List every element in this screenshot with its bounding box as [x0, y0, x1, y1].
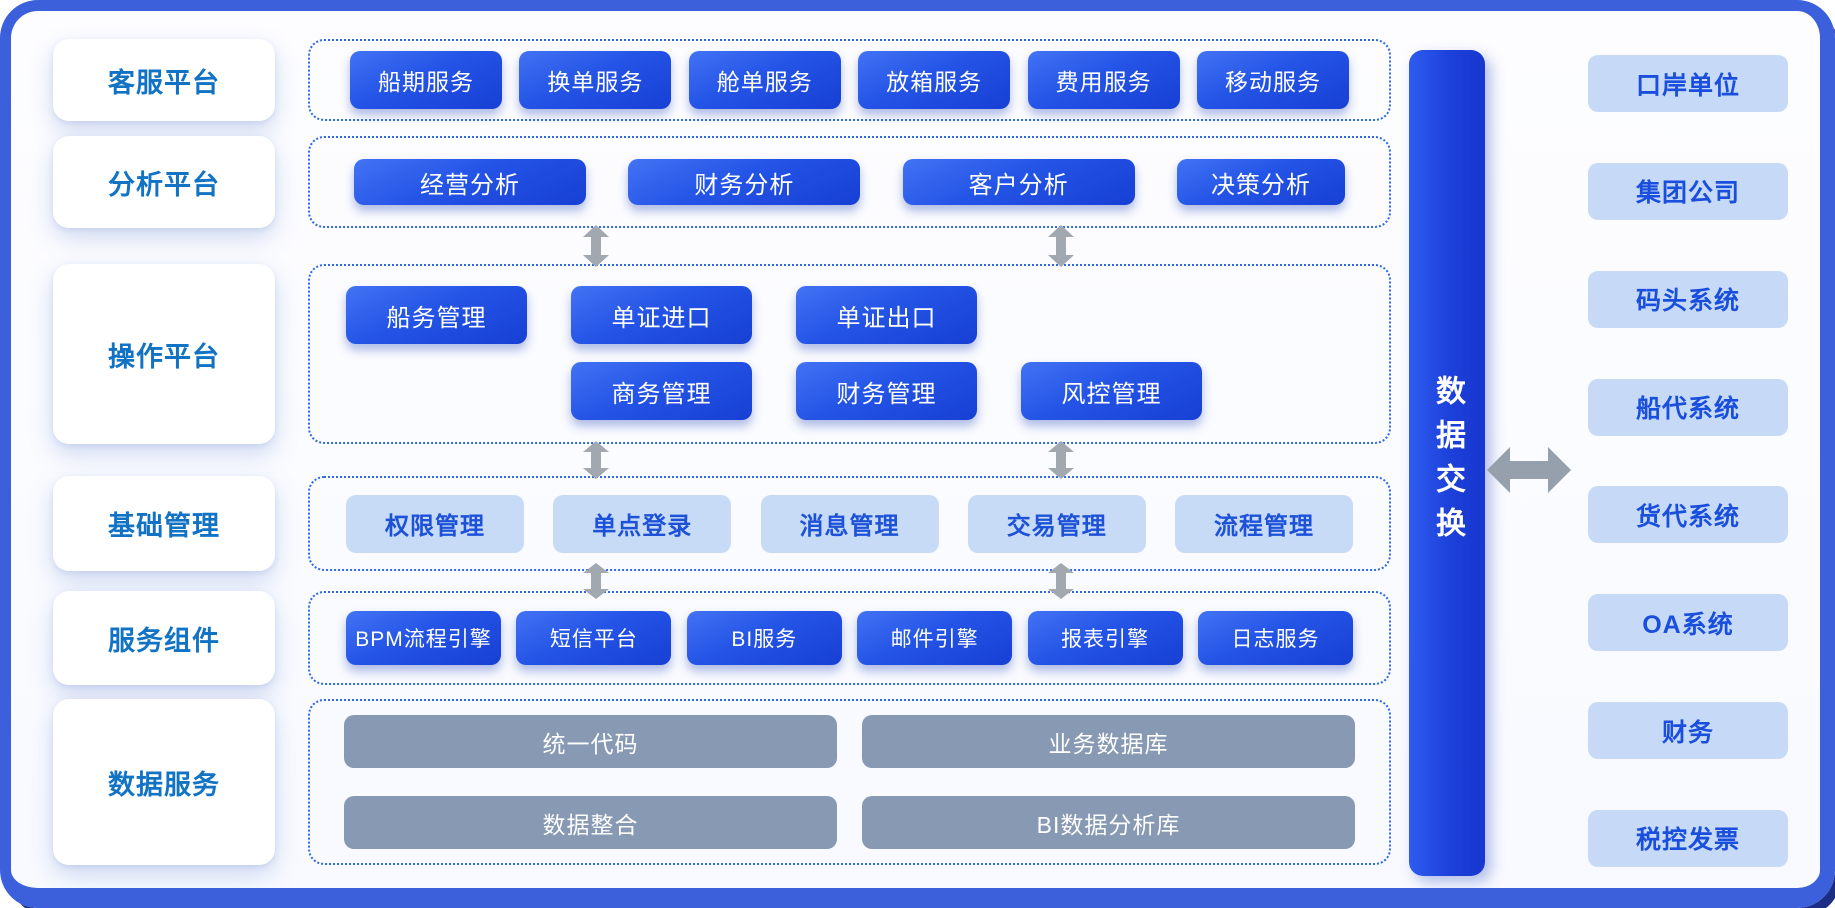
service-node: 放箱服务 [858, 51, 1011, 109]
external-system-node: 货代系统 [1588, 486, 1788, 544]
service-node: 经营分析 [354, 159, 586, 205]
layer-band-service-components: 服务组件 BPM流程引擎 短信平台 BI服务 邮件引擎 报表引擎 日志服务 [53, 591, 1391, 685]
operation-subrow-1: 船务管理 单证进口 单证出口 [346, 286, 1353, 344]
layer-card-service-components: 服务组件 [53, 591, 275, 685]
vertical-double-arrow-icon [583, 441, 609, 479]
layer-label: 服务组件 [108, 625, 220, 656]
external-system-node: 口岸单位 [1588, 55, 1788, 112]
service-node: 换单服务 [519, 51, 672, 109]
vertical-double-arrow-icon [1048, 225, 1074, 267]
service-node: 日志服务 [1197, 611, 1353, 665]
layer-label: 基础管理 [108, 511, 220, 541]
layer-label: 数据服务 [108, 769, 220, 800]
service-node: 流程管理 [1175, 494, 1353, 553]
data-exchange-label: 数据交换 [1431, 375, 1464, 551]
layer-band-data-services: 数据服务 统一代码 业务数据库 数据整合 BI数据分析库 [53, 699, 1391, 865]
data-node: 数据整合 [344, 796, 837, 849]
layer-container-basic-management: 权限管理 单点登录 消息管理 交易管理 流程管理 [308, 476, 1391, 571]
data-node: 业务数据库 [862, 715, 1355, 768]
layer-container-analysis: 经营分析 财务分析 客户分析 决策分析 [308, 136, 1391, 228]
service-node: 客户分析 [902, 159, 1135, 205]
layer-stack: 客服平台 船期服务 换单服务 舱单服务 放箱服务 费用服务 移动服务 分析平台 … [53, 39, 1391, 865]
data-services-subrow-1: 统一代码 业务数据库 [344, 715, 1355, 768]
service-node: 财务管理 [796, 362, 977, 420]
data-node: 统一代码 [344, 715, 837, 768]
data-exchange-bar: 数据交换 [1409, 50, 1485, 876]
service-node: 权限管理 [346, 494, 524, 553]
layer-container-operation: 船务管理 单证进口 单证出口 商务管理 财务管理 风控管理 [308, 264, 1391, 444]
external-system-node: 码头系统 [1588, 270, 1788, 328]
layer-gap [53, 441, 1391, 479]
service-node: 短信平台 [516, 611, 672, 665]
external-systems-column: 口岸单位 集团公司 码头系统 船代系统 货代系统 OA系统 财务 税控发票 [1588, 55, 1788, 867]
layer-label: 分析平台 [108, 169, 220, 200]
layer-container-service-components: BPM流程引擎 短信平台 BI服务 邮件引擎 报表引擎 日志服务 [308, 591, 1391, 685]
layer-container-customer-service: 船期服务 换单服务 舱单服务 放箱服务 费用服务 移动服务 [308, 39, 1391, 121]
layer-band-basic-management: 基础管理 权限管理 单点登录 消息管理 交易管理 流程管理 [53, 476, 1391, 571]
external-system-node: 船代系统 [1588, 378, 1788, 436]
service-node: 移动服务 [1196, 51, 1349, 109]
layer-label: 客服平台 [108, 67, 220, 98]
service-node: 财务分析 [628, 159, 861, 205]
service-node: 消息管理 [760, 494, 939, 553]
external-system-node: 财务 [1588, 702, 1788, 760]
data-node: BI数据分析库 [862, 796, 1355, 849]
layer-label: 操作平台 [108, 341, 220, 372]
service-node: 单证进口 [571, 286, 752, 344]
layer-card-analysis: 分析平台 [53, 136, 275, 228]
operation-subrow-2: 商务管理 财务管理 风控管理 [346, 362, 1353, 420]
external-system-node: 集团公司 [1588, 162, 1788, 220]
vertical-double-arrow-icon [1048, 441, 1074, 479]
vertical-double-arrow-icon [583, 225, 609, 267]
diagram-main: 客服平台 船期服务 换单服务 舱单服务 放箱服务 费用服务 移动服务 分析平台 … [11, 11, 1820, 888]
layer-gap [53, 225, 1391, 267]
service-node: 交易管理 [967, 494, 1146, 553]
vertical-double-arrow-icon [583, 563, 609, 599]
service-node: 舱单服务 [688, 51, 841, 109]
layer-container-data-services: 统一代码 业务数据库 数据整合 BI数据分析库 [308, 699, 1391, 865]
layer-card-basic-management: 基础管理 [53, 476, 275, 571]
layer-gap [53, 563, 1391, 599]
layer-card-operation: 操作平台 [53, 264, 275, 444]
external-system-node: OA系统 [1588, 594, 1788, 652]
service-node: 邮件引擎 [857, 611, 1013, 665]
horizontal-double-arrow-icon [1487, 447, 1571, 493]
service-node: 报表引擎 [1027, 611, 1183, 665]
external-system-node: 税控发票 [1588, 809, 1788, 867]
service-node: 风控管理 [1021, 362, 1202, 420]
vertical-double-arrow-icon [1048, 563, 1074, 599]
service-node: 单点登录 [553, 494, 732, 553]
service-node: 费用服务 [1027, 51, 1180, 109]
data-services-subrow-2: 数据整合 BI数据分析库 [344, 796, 1355, 849]
layer-card-customer-service: 客服平台 [53, 39, 275, 121]
service-node: 单证出口 [796, 286, 977, 344]
layer-band-analysis: 分析平台 经营分析 财务分析 客户分析 决策分析 [53, 136, 1391, 228]
service-node: 船期服务 [350, 51, 502, 109]
service-node: 决策分析 [1176, 159, 1345, 205]
service-node: BI服务 [686, 611, 842, 665]
layer-band-customer-service: 客服平台 船期服务 换单服务 舱单服务 放箱服务 费用服务 移动服务 [53, 39, 1391, 121]
layer-card-data-services: 数据服务 [53, 699, 275, 865]
service-node: 商务管理 [571, 362, 752, 420]
service-node: 船务管理 [346, 286, 527, 344]
service-node: BPM流程引擎 [346, 611, 501, 665]
layer-band-operation: 操作平台 船务管理 单证进口 单证出口 商务管理 财务管理 风控管理 [53, 264, 1391, 444]
